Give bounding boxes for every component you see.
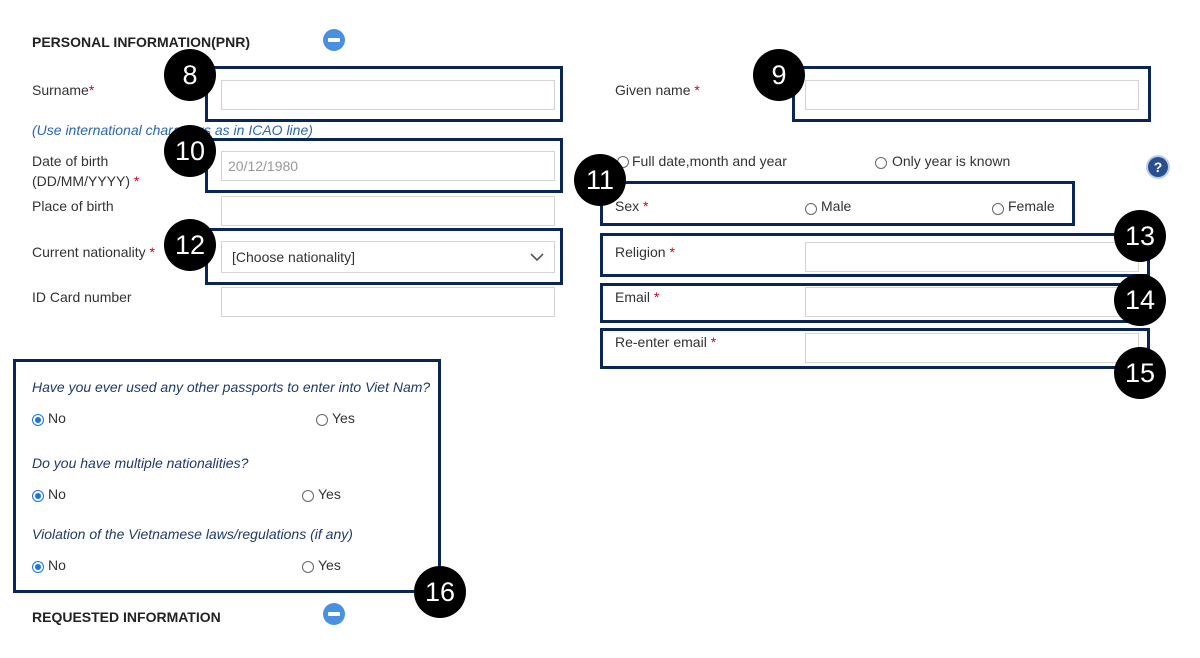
badge-13: 13: [1114, 210, 1166, 262]
highlight-given-name: [792, 66, 1151, 122]
q2-yes-label: Yes: [318, 486, 341, 502]
reemail-label: Re-enter email *: [615, 334, 717, 350]
chevron-down-icon: [530, 253, 544, 262]
badge-8: 8: [164, 49, 216, 101]
female-option-label: Female: [1008, 198, 1055, 214]
section-title-requested: REQUESTED INFORMATION: [32, 609, 221, 625]
id-card-input[interactable]: [221, 287, 555, 317]
full-date-option-label: Full date,month and year: [632, 153, 787, 169]
highlight-sex: [600, 181, 1075, 226]
male-option-label: Male: [821, 198, 852, 214]
place-of-birth-label: Place of birth: [32, 198, 114, 214]
given-name-label: Given name *: [615, 82, 700, 98]
dob-label: Date of birth(DD/MM/YYYY) *: [32, 153, 140, 189]
surname-label: Surname*: [32, 82, 95, 98]
radio-q2-yes[interactable]: [302, 490, 314, 502]
highlight-questions: [13, 359, 441, 593]
radio-q1-yes[interactable]: [316, 414, 328, 426]
minus-circle-icon[interactable]: [323, 29, 345, 51]
badge-9: 9: [753, 49, 805, 101]
question-other-passports: Have you ever used any other passports t…: [32, 379, 431, 395]
radio-q2-no[interactable]: [32, 490, 44, 502]
q2-no-label: No: [48, 486, 66, 502]
radio-female[interactable]: [992, 203, 1004, 215]
nationality-selected-value: [Choose nationality]: [232, 249, 355, 265]
highlight-email: [600, 283, 1150, 323]
badge-10: 10: [164, 125, 216, 177]
highlight-surname: [205, 66, 563, 122]
id-card-label: ID Card number: [32, 289, 132, 305]
radio-year-only[interactable]: [875, 157, 887, 169]
section-title-personal: PERSONAL INFORMATION(PNR): [32, 34, 251, 50]
highlight-nationality: [205, 228, 563, 285]
badge-12: 12: [164, 219, 216, 271]
highlight-dob: [205, 138, 563, 193]
badge-16: 16: [414, 566, 466, 618]
reemail-input[interactable]: [805, 333, 1139, 363]
religion-label: Religion *: [615, 244, 675, 260]
given-name-input[interactable]: [805, 80, 1139, 110]
nationality-label: Current nationality *: [32, 244, 155, 260]
question-violation: Violation of the Vietnamese laws/regulat…: [32, 526, 353, 542]
badge-14: 14: [1114, 274, 1166, 326]
sex-label: Sex *: [615, 198, 649, 214]
religion-input[interactable]: [805, 242, 1139, 272]
radio-q3-yes[interactable]: [302, 561, 314, 573]
email-label: Email *: [615, 289, 660, 305]
radio-q3-no[interactable]: [32, 561, 44, 573]
surname-input[interactable]: [221, 80, 555, 110]
radio-q1-no[interactable]: [32, 414, 44, 426]
dob-input[interactable]: 20/12/1980: [221, 151, 555, 181]
highlight-religion: [600, 233, 1150, 277]
radio-male[interactable]: [805, 203, 817, 215]
q3-yes-label: Yes: [318, 557, 341, 573]
place-of-birth-input[interactable]: [221, 196, 555, 226]
badge-11: 11: [574, 154, 626, 206]
q3-no-label: No: [48, 557, 66, 573]
highlight-reemail: [600, 328, 1150, 369]
question-mark-icon[interactable]: ?: [1148, 157, 1168, 177]
minus-circle-icon[interactable]: [323, 603, 345, 625]
q1-yes-label: Yes: [332, 410, 355, 426]
question-multiple-nationalities: Do you have multiple nationalities?: [32, 455, 249, 471]
nationality-select[interactable]: [Choose nationality]: [221, 241, 555, 273]
email-input[interactable]: [805, 287, 1139, 317]
year-only-option-label: Only year is known: [892, 153, 1011, 169]
badge-15: 15: [1114, 347, 1166, 399]
q1-no-label: No: [48, 410, 66, 426]
